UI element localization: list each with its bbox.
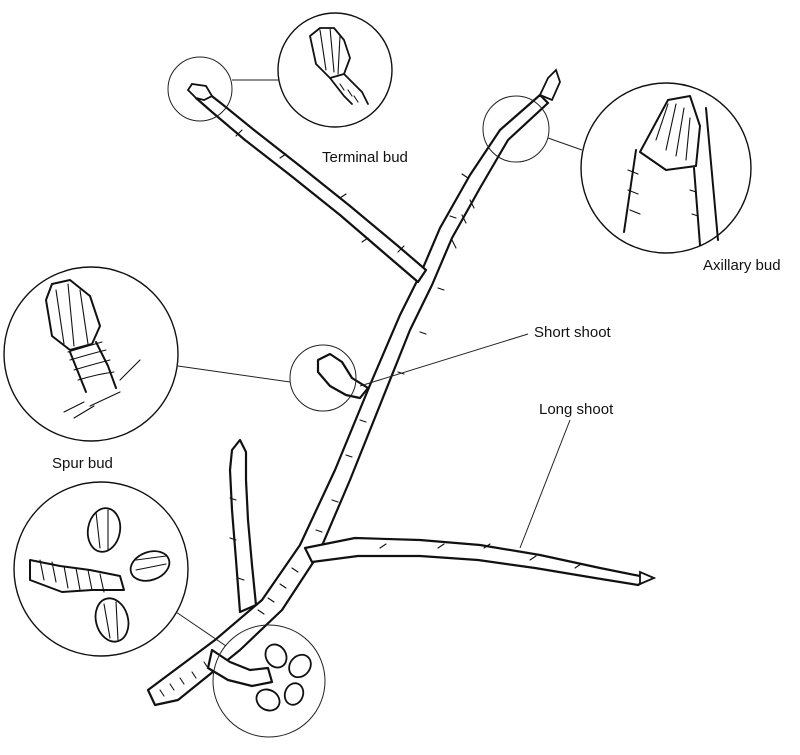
terminal-bud-callout: Terminal bud	[167, 12, 408, 166]
short-shoot-leader	[359, 333, 529, 387]
axillary-bud-small-ring	[482, 95, 550, 163]
spur-cluster-connector	[175, 611, 227, 647]
terminal-bud-small-ring	[167, 56, 233, 122]
base-spur-cluster	[206, 643, 312, 712]
long-shoot-tip	[639, 570, 657, 586]
terminal-bud-lens	[277, 12, 393, 128]
axillary-bud-callout: Axillary bud	[482, 82, 781, 274]
long-shoot-leader	[519, 419, 571, 549]
main-stem	[146, 93, 550, 707]
axillary-tip	[538, 68, 561, 102]
axillary-bud-closeup	[623, 95, 719, 246]
terminal-bud-closeup	[309, 27, 369, 105]
short-shoot-callout: Short shoot	[359, 324, 612, 387]
spur-cluster-closeup	[29, 507, 171, 643]
long-shoot-branch	[303, 536, 652, 587]
axillary-bud-connector	[547, 137, 583, 151]
terminal-bud-tip	[186, 83, 214, 101]
spur-cluster-lens	[13, 481, 189, 657]
short-shoot-label: Short shoot	[534, 324, 612, 341]
spur-bud-closeup	[45, 279, 141, 419]
twig-illustration	[146, 68, 657, 712]
spur-bud-label: Spur bud	[52, 455, 113, 472]
spur-bud-small-ring	[289, 344, 357, 412]
axillary-bud-label: Axillary bud	[703, 257, 781, 274]
spur-bud-connector	[177, 365, 291, 383]
spur-cluster-callout	[13, 481, 326, 738]
spur-short-shoot	[316, 352, 370, 400]
short-upright-shoot	[228, 438, 258, 614]
spur-cluster-small-ring	[212, 624, 326, 738]
bark-texture	[159, 199, 475, 697]
long-shoot-callout: Long shoot	[519, 401, 614, 549]
lateral-buds	[229, 129, 582, 581]
long-shoot-label: Long shoot	[539, 401, 614, 418]
terminal-bud-label: Terminal bud	[322, 149, 408, 166]
spur-bud-callout: Spur bud	[3, 266, 357, 472]
